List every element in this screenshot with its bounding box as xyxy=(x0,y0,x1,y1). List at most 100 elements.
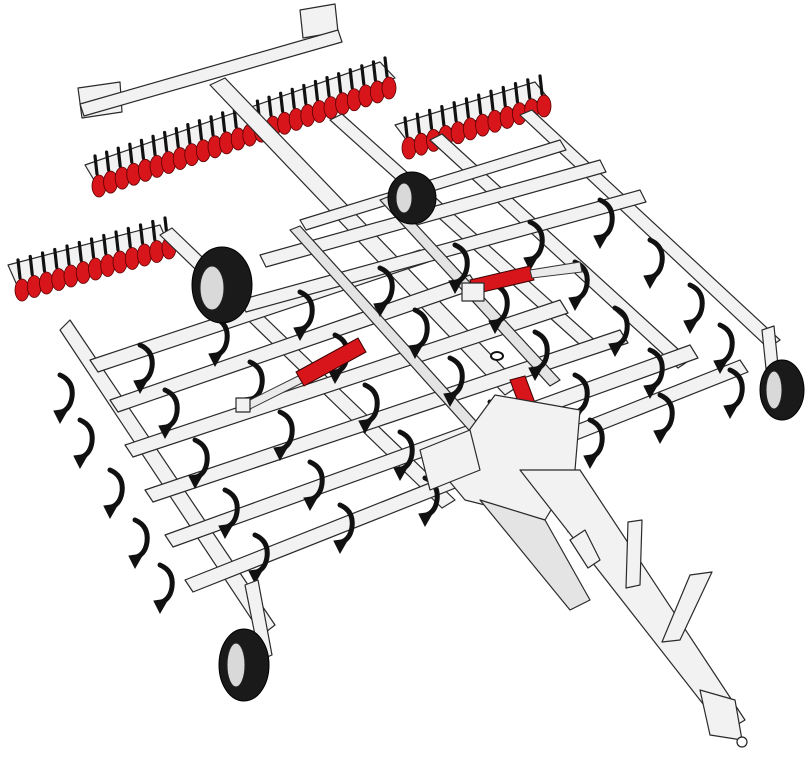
comb-tooth xyxy=(313,79,319,102)
tine-shovel xyxy=(128,553,144,570)
tine-shovel xyxy=(443,391,459,408)
tine-shovel xyxy=(153,598,169,615)
comb-tooth xyxy=(415,112,421,134)
comb-tooth xyxy=(464,97,470,119)
red-disc xyxy=(381,76,397,100)
comb-tooth xyxy=(139,138,145,160)
tow-hitch xyxy=(419,351,748,748)
comb-tooth xyxy=(360,64,366,86)
comb-tooth xyxy=(232,107,238,129)
tine-shovel xyxy=(683,318,699,335)
spring-tine xyxy=(645,237,665,281)
comb-tooth xyxy=(28,254,34,277)
hydraulic-cylinder-right xyxy=(461,261,583,302)
red-disc xyxy=(100,254,116,277)
comb-tooth xyxy=(77,240,83,263)
tine-shovel xyxy=(328,368,344,385)
comb-tooth xyxy=(151,219,157,242)
tine-shovel xyxy=(608,341,624,358)
rear-disc-gang-left xyxy=(7,216,177,302)
comb-tooth xyxy=(126,226,132,249)
comb-tooth xyxy=(151,134,157,156)
spring-tine xyxy=(245,359,265,403)
spring-tine xyxy=(715,322,735,366)
tine-shovel xyxy=(593,233,609,250)
tine-shovel xyxy=(418,511,434,528)
center-gauge-wheel-right xyxy=(387,171,437,225)
comb-tooth xyxy=(325,75,331,98)
tine-shovel xyxy=(393,465,409,482)
rear-disc-gang-center xyxy=(84,56,397,198)
red-disc xyxy=(63,264,79,288)
rear-leveling-board xyxy=(77,3,343,119)
tine-shovel xyxy=(373,301,389,318)
comb-tooth xyxy=(221,111,227,133)
front-gauge-wheel-right xyxy=(759,325,805,421)
spring-tine xyxy=(75,417,95,461)
tine-shovel xyxy=(273,445,289,462)
comb-tooth xyxy=(348,68,354,90)
comb-tooth xyxy=(371,60,377,82)
comb-tooth xyxy=(128,142,134,164)
tine-shovel xyxy=(713,358,729,375)
tine-shovel xyxy=(218,523,234,540)
spring-tine xyxy=(410,307,430,351)
comb-tooth xyxy=(209,115,215,137)
comb-tooth xyxy=(65,244,71,266)
comb-tooth xyxy=(477,93,483,115)
tine-shovel xyxy=(523,255,539,272)
comb-tooth xyxy=(538,74,544,96)
spring-tine xyxy=(55,372,75,416)
comb-tooth xyxy=(267,95,273,117)
tine-shovel xyxy=(53,408,69,425)
tine-shovel xyxy=(158,423,174,440)
hydraulic-cylinder-left xyxy=(235,337,367,413)
red-disc xyxy=(462,117,478,141)
comb-tooth xyxy=(186,123,192,145)
comb-tooth xyxy=(452,101,458,123)
red-disc xyxy=(26,275,42,298)
comb-tooth xyxy=(104,150,111,172)
spring-tine xyxy=(130,517,150,561)
comb-tooth xyxy=(53,247,59,270)
tine-shovel xyxy=(333,538,349,555)
tine-shovel xyxy=(103,503,119,520)
red-disc xyxy=(413,132,429,156)
tine-shovel xyxy=(653,428,669,445)
comb-tooth xyxy=(526,78,532,100)
red-disc xyxy=(112,250,128,274)
tine-shovel xyxy=(408,343,424,360)
tine-shovel xyxy=(208,351,224,368)
comb-tooth xyxy=(440,104,446,127)
comb-tooth xyxy=(93,154,99,176)
red-disc xyxy=(401,136,417,160)
front-gauge-wheel-left xyxy=(218,579,273,702)
tine-shovel xyxy=(303,495,319,512)
comb-tooth xyxy=(16,258,22,280)
red-disc xyxy=(75,261,91,284)
spring-tine xyxy=(105,467,125,511)
tine-shovel xyxy=(723,403,739,420)
red-disc xyxy=(536,94,552,118)
tine-shovel xyxy=(133,378,149,395)
tine-shovel xyxy=(358,418,374,435)
tine-shovel xyxy=(188,473,204,490)
comb-tooth xyxy=(197,119,203,141)
tine-shovel xyxy=(643,383,659,400)
comb-tooth xyxy=(163,130,169,153)
tine-shovel xyxy=(643,273,659,290)
comb-tooth xyxy=(40,251,47,273)
red-disc xyxy=(51,268,67,291)
center-gauge-wheel-left xyxy=(191,246,253,324)
spring-tine xyxy=(685,282,705,326)
red-disc xyxy=(499,106,515,129)
comb-tooth xyxy=(116,146,122,168)
comb-tooth xyxy=(489,89,495,111)
comb-tooth xyxy=(174,126,180,149)
comb-tooth xyxy=(102,233,108,256)
red-disc xyxy=(450,121,466,145)
tine-shovel xyxy=(73,453,89,470)
red-disc xyxy=(149,240,165,263)
red-disc xyxy=(487,109,503,133)
